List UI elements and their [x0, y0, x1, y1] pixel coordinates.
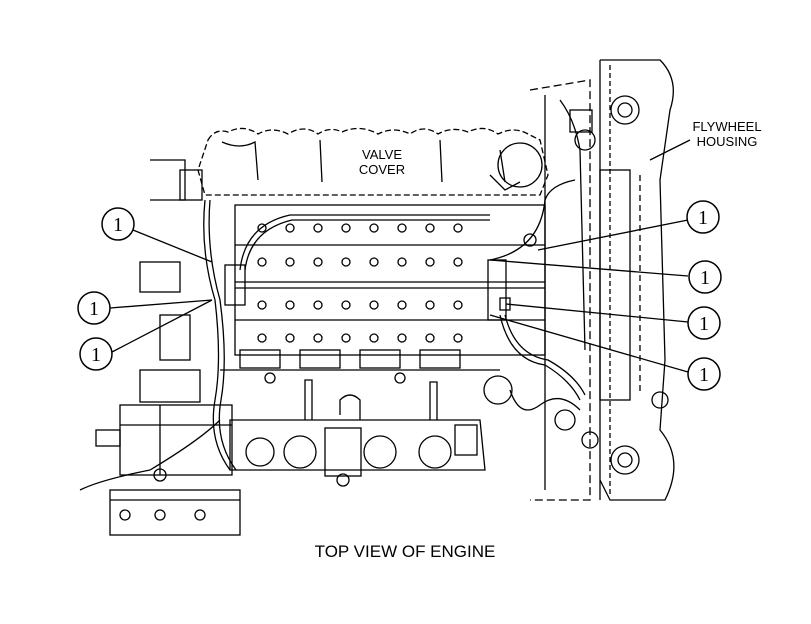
callout-right-2: 1 [688, 260, 722, 294]
flywheel-housing-outline [529, 59, 675, 501]
callout-number: 1 [89, 298, 99, 320]
valve-cover-outline [197, 127, 549, 196]
callout-right-4: 1 [687, 357, 721, 391]
callout-right-1: 1 [686, 200, 720, 234]
callout-left-bottom: 1 [79, 337, 113, 371]
callout-number: 1 [113, 214, 123, 236]
callout-left-top: 1 [101, 207, 135, 241]
injector-row [220, 349, 500, 384]
callout-right-3: 1 [687, 306, 721, 340]
valve-cover-label-line1: VALVE [362, 147, 402, 162]
bolt-row-top [257, 223, 463, 267]
callout-leaders [109, 139, 691, 373]
callout-number: 1 [700, 267, 710, 289]
turbo-area [483, 109, 599, 449]
diagram-caption: TOP VIEW OF ENGINE [315, 542, 496, 561]
bolt-row-bottom [257, 300, 463, 343]
fuel-filter-housing [95, 159, 241, 536]
callout-number: 1 [91, 344, 101, 366]
flywheel-housing-label-line2: HOUSING [697, 134, 758, 149]
valve-cover-label-line2: COVER [359, 162, 405, 177]
callout-number: 1 [698, 207, 708, 229]
intake-assembly [229, 379, 486, 487]
callout-number: 1 [699, 364, 709, 386]
fuel-lines [79, 179, 586, 491]
callout-left-middle: 1 [77, 291, 111, 325]
callout-number: 1 [699, 313, 709, 335]
flywheel-housing-label-line1: FLYWHEEL [692, 119, 761, 134]
